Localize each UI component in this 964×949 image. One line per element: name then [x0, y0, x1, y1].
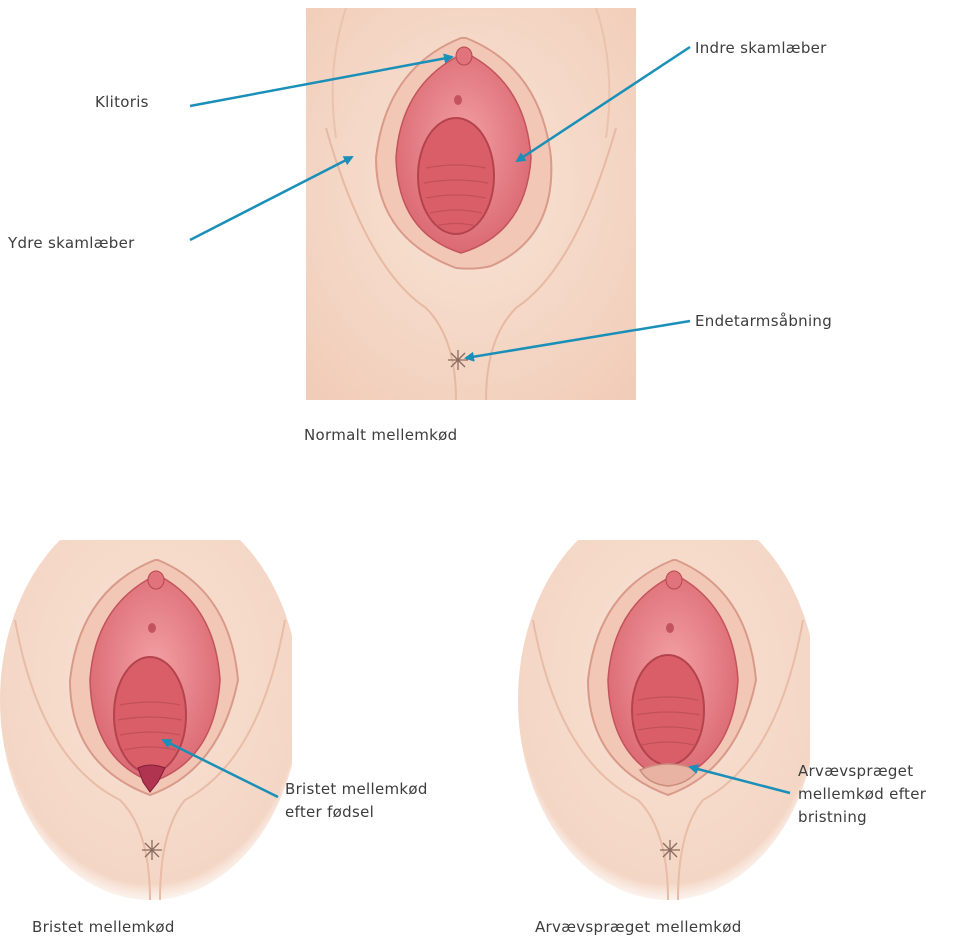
label-arvaev-line-1: Arvævspræget — [798, 760, 926, 783]
label-ydre-skamlaeber: Ydre skamlæber — [8, 232, 135, 255]
caption-arvaev: Arvævspræget mellemkød — [535, 918, 742, 936]
label-bristet-line-2: efter fødsel — [285, 801, 428, 824]
label-endetarmsabning: Endetarmsåbning — [695, 310, 832, 333]
label-arvaev: Arvævspræget mellemkød efter bristning — [798, 760, 926, 829]
caption-bristet: Bristet mellemkød — [32, 918, 175, 936]
caption-normal: Normalt mellemkød — [304, 426, 457, 444]
label-bristet-line-1: Bristet mellemkød — [285, 778, 428, 801]
label-arvaev-line-3: bristning — [798, 806, 926, 829]
label-arvaev-line-2: mellemkød efter — [798, 783, 926, 806]
normal-perineum-illustration — [306, 8, 636, 400]
label-bristet: Bristet mellemkød efter fødsel — [285, 778, 428, 824]
scarred-perineum-illustration — [518, 540, 810, 900]
torn-perineum-illustration — [0, 540, 292, 900]
label-indre-skamlaeber: Indre skamlæber — [695, 37, 827, 60]
label-klitoris: Klitoris — [95, 91, 149, 114]
